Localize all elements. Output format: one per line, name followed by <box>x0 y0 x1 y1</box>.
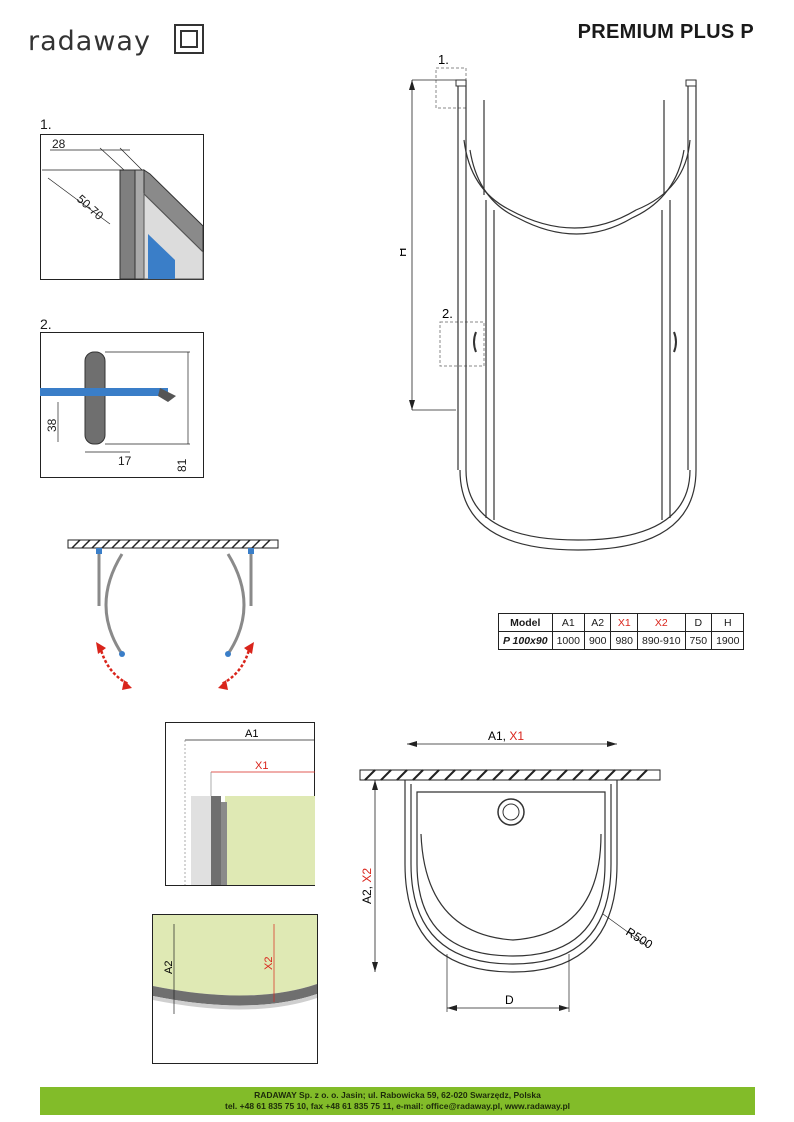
col-x1: X1 <box>610 613 638 632</box>
logo-wordmark: radaway <box>28 26 151 57</box>
section-bottom-drawing: A2 X2 <box>152 914 318 1064</box>
col-d: D <box>684 613 713 632</box>
brand-logo: radaway <box>28 22 208 62</box>
col-a1: A1 <box>551 613 585 632</box>
door-swing-diagram <box>67 539 279 690</box>
footer-address: RADAWAY Sp. z o. o. Jasin; ul. Rabowicka… <box>254 1090 541 1100</box>
plan-door-label: D <box>505 993 514 1007</box>
logo-square-icon <box>174 24 204 54</box>
detail2-dim-81: 81 <box>175 458 189 472</box>
table-row: P 100x90 1000 900 980 890-910 750 1900 <box>498 631 745 650</box>
company-footer: RADAWAY Sp. z o. o. Jasin; ul. Rabowicka… <box>40 1087 755 1115</box>
spec-table: Model A1 A2 X1 X2 D H P 100x90 1000 900 … <box>498 613 745 650</box>
main-callout-1: 1. <box>438 52 449 67</box>
detail2-dim-38: 38 <box>45 418 59 432</box>
spec-table-header: Model A1 A2 X1 X2 D H <box>498 613 745 632</box>
detail2-drawing: 38 17 81 <box>40 332 204 478</box>
col-a2: A2 <box>583 613 612 632</box>
section-top-drawing: A1 X1 <box>165 722 315 886</box>
cell-h: 1900 <box>711 631 745 650</box>
cell-x2: 890-910 <box>637 631 686 650</box>
detail1-dim-28: 28 <box>52 137 66 151</box>
detail1-label: 1. <box>40 116 52 132</box>
cell-x1: 980 <box>610 631 638 650</box>
section-top-a1: A1 <box>245 728 258 740</box>
col-x2: X2 <box>637 613 686 632</box>
plan-radius-label: R500 <box>623 925 655 952</box>
section-bottom-x2: X2 <box>263 957 275 970</box>
cell-a1: 1000 <box>551 631 585 650</box>
main-height-label: H <box>400 248 409 257</box>
plan-width-label: A1, X1 <box>488 729 524 743</box>
plan-view-drawing: A1, X1 A2, X2 D R500 <box>359 729 661 1012</box>
section-bottom-a2: A2 <box>163 961 175 974</box>
product-title: PREMIUM PLUS P <box>577 21 754 43</box>
col-h: H <box>711 613 745 632</box>
enclosure-3d-view: 1. 2. H <box>400 52 697 551</box>
detail1-drawing: 28 50-70 <box>40 134 204 280</box>
detail2-dim-17: 17 <box>118 454 132 468</box>
main-callout-2: 2. <box>442 306 453 321</box>
col-model: Model <box>498 613 553 632</box>
cell-a2: 900 <box>583 631 612 650</box>
footer-contact: tel. +48 61 835 75 10, fax +48 61 835 75… <box>224 1101 571 1111</box>
plan-depth-label: A2, X2 <box>360 868 374 904</box>
section-top-x1: X1 <box>255 760 268 772</box>
cell-model: P 100x90 <box>498 631 553 650</box>
cell-d: 750 <box>684 631 713 650</box>
detail2-label: 2. <box>40 316 52 332</box>
